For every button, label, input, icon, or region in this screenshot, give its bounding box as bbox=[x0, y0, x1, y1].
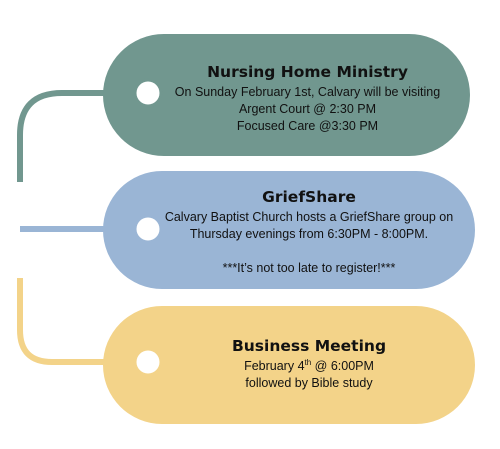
business-meeting-date: February 4th @ 6:00PM bbox=[163, 358, 455, 375]
nursing-line-2: Argent Court @ 2:30 PM bbox=[238, 102, 377, 116]
nursing-home-ministry-tag: Nursing Home Ministry On Sunday February… bbox=[103, 34, 470, 156]
griefshare-register-note: ***It’s not too late to register!*** bbox=[222, 261, 396, 275]
business-date-suffix-sup: th bbox=[304, 358, 312, 367]
griefshare-title: GriefShare bbox=[262, 188, 356, 206]
business-date-prefix: February 4 bbox=[244, 359, 305, 373]
griefshare-line-1: Calvary Baptist Church hosts a GriefShar… bbox=[164, 210, 454, 224]
business-meeting-tag: Business Meeting February 4th @ 6:00PM f… bbox=[103, 306, 475, 424]
griefshare-spacer bbox=[163, 243, 455, 260]
griefshare-line-2: Thursday evenings from 6:30PM - 8:00PM. bbox=[189, 227, 429, 241]
nursing-line-1: On Sunday February 1st, Calvary will be … bbox=[174, 85, 441, 99]
nursing-home-ministry-title: Nursing Home Ministry bbox=[207, 63, 408, 81]
griefshare-tag: GriefShare Calvary Baptist Church hosts … bbox=[103, 171, 475, 289]
teal-connector bbox=[17, 90, 148, 182]
yellow-connector bbox=[17, 278, 148, 365]
business-meeting-title: Business Meeting bbox=[231, 337, 387, 355]
nursing-line-3: Focused Care @3:30 PM bbox=[236, 119, 379, 133]
business-line-2: followed by Bible study bbox=[245, 376, 373, 390]
business-date-time: @ 6:00PM bbox=[311, 359, 374, 373]
